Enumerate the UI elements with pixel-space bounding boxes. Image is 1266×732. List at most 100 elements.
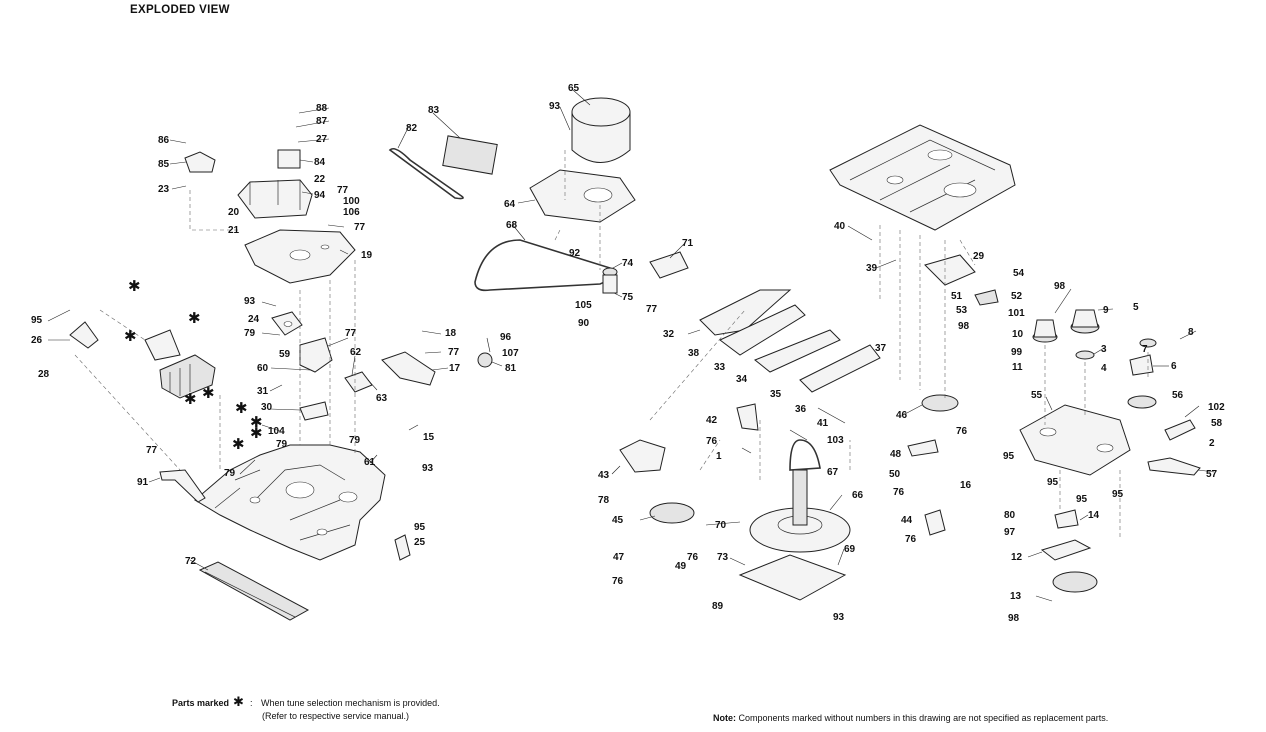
callout: 17 [449,363,461,374]
callout: 19 [361,250,373,261]
callout: 24 [248,314,260,325]
callout: 2 [1209,438,1215,449]
part-85-bracket [184,151,216,173]
callout: 78 [598,495,610,506]
callout: 65 [568,83,580,94]
callout: 10 [1012,329,1024,340]
part-62 [344,371,373,393]
gear-56 [1127,395,1157,409]
callout: 93 [833,612,845,623]
callout: 12 [1011,552,1023,563]
callout: 11 [1012,362,1023,373]
callout: 82 [406,123,418,134]
callout: 68 [506,220,518,231]
callout: 76 [893,487,905,498]
legend-colon: : [250,698,253,708]
callout: 22 [314,174,326,185]
callout: 51 [951,291,963,302]
callout: 95 [31,315,43,326]
part-58 [1164,419,1196,441]
part-20-bracket [237,179,313,219]
part-44 [924,509,946,536]
legend-line-2: (Refer to respective service manual.) [262,711,410,721]
callout: 92 [569,248,581,259]
callout: 88 [316,103,328,114]
reel-assembly [1019,309,1201,593]
callout: 70 [715,520,727,531]
callout: 29 [973,251,985,262]
plate-69 [738,554,847,601]
callout: 79 [224,468,236,479]
part-solenoid-bracket [144,329,181,361]
part-30 [299,401,329,421]
wheel-45 [649,502,695,524]
callout: 77 [345,328,357,339]
callout: 77 [337,185,349,196]
callout: 43 [598,470,610,481]
callout: 85 [158,159,170,170]
callout: 83 [428,105,440,116]
callout: 52 [1011,291,1023,302]
callout: 81 [505,363,517,374]
part-7 [1139,338,1157,348]
lever-36-37 [799,344,881,393]
middle-assembly [619,251,959,601]
note: Note: Components marked without numbers … [713,713,1108,723]
callout: 54 [1013,268,1025,279]
star-marker: ✱ [124,327,137,345]
callout: 86 [158,135,170,146]
callout: 30 [261,402,273,413]
lever-35 [754,329,841,373]
callout: 21 [228,225,240,236]
left-chassis [194,444,386,561]
belt-68 [474,239,613,292]
callout: 72 [185,556,197,567]
callout: 35 [770,389,782,400]
callout: 98 [1008,613,1020,624]
callout: 48 [890,449,902,460]
callout: 98 [1054,281,1066,292]
callout: 13 [1010,591,1022,602]
callout: 39 [866,263,878,274]
part-52 [974,289,999,306]
callout: 6 [1171,361,1177,372]
part-26 [69,321,99,349]
callout: 55 [1031,390,1043,401]
callout: 62 [350,347,362,358]
part-91 [159,469,206,503]
pulley-13 [1052,571,1098,593]
callout: 103 [827,435,844,446]
callout: 96 [500,332,512,343]
solenoid [159,354,216,399]
part-59 [299,337,333,373]
callout: 28 [38,369,50,380]
callout: 15 [423,432,435,443]
callout: 60 [257,363,269,374]
callout: 102 [1208,402,1225,413]
part-17 [381,351,436,386]
callout: 87 [316,116,328,127]
callout: 5 [1133,302,1139,313]
callout: 16 [960,480,972,491]
part-6 [1129,354,1154,376]
callout: 90 [578,318,590,329]
star-marker: ✱ [250,424,263,442]
callout: 18 [445,328,457,339]
callout: 53 [956,305,968,316]
callout: 25 [414,537,426,548]
part-80 [1054,509,1079,529]
motor-assembly [388,97,636,294]
part-48 [907,439,939,457]
callout: 32 [663,329,675,340]
leader-lines [47,89,1215,602]
legend-star-icon: ✱ [233,695,244,710]
callout: 1 [716,451,722,462]
legend-line-1: When tune selection mechanism is provide… [261,698,440,708]
callout: 77 [146,445,158,456]
callout: 76 [956,426,968,437]
left-assembly [69,149,493,621]
callout: 71 [682,238,694,249]
callout: 45 [612,515,624,526]
part-25 [394,534,411,561]
callout: 38 [688,348,700,359]
